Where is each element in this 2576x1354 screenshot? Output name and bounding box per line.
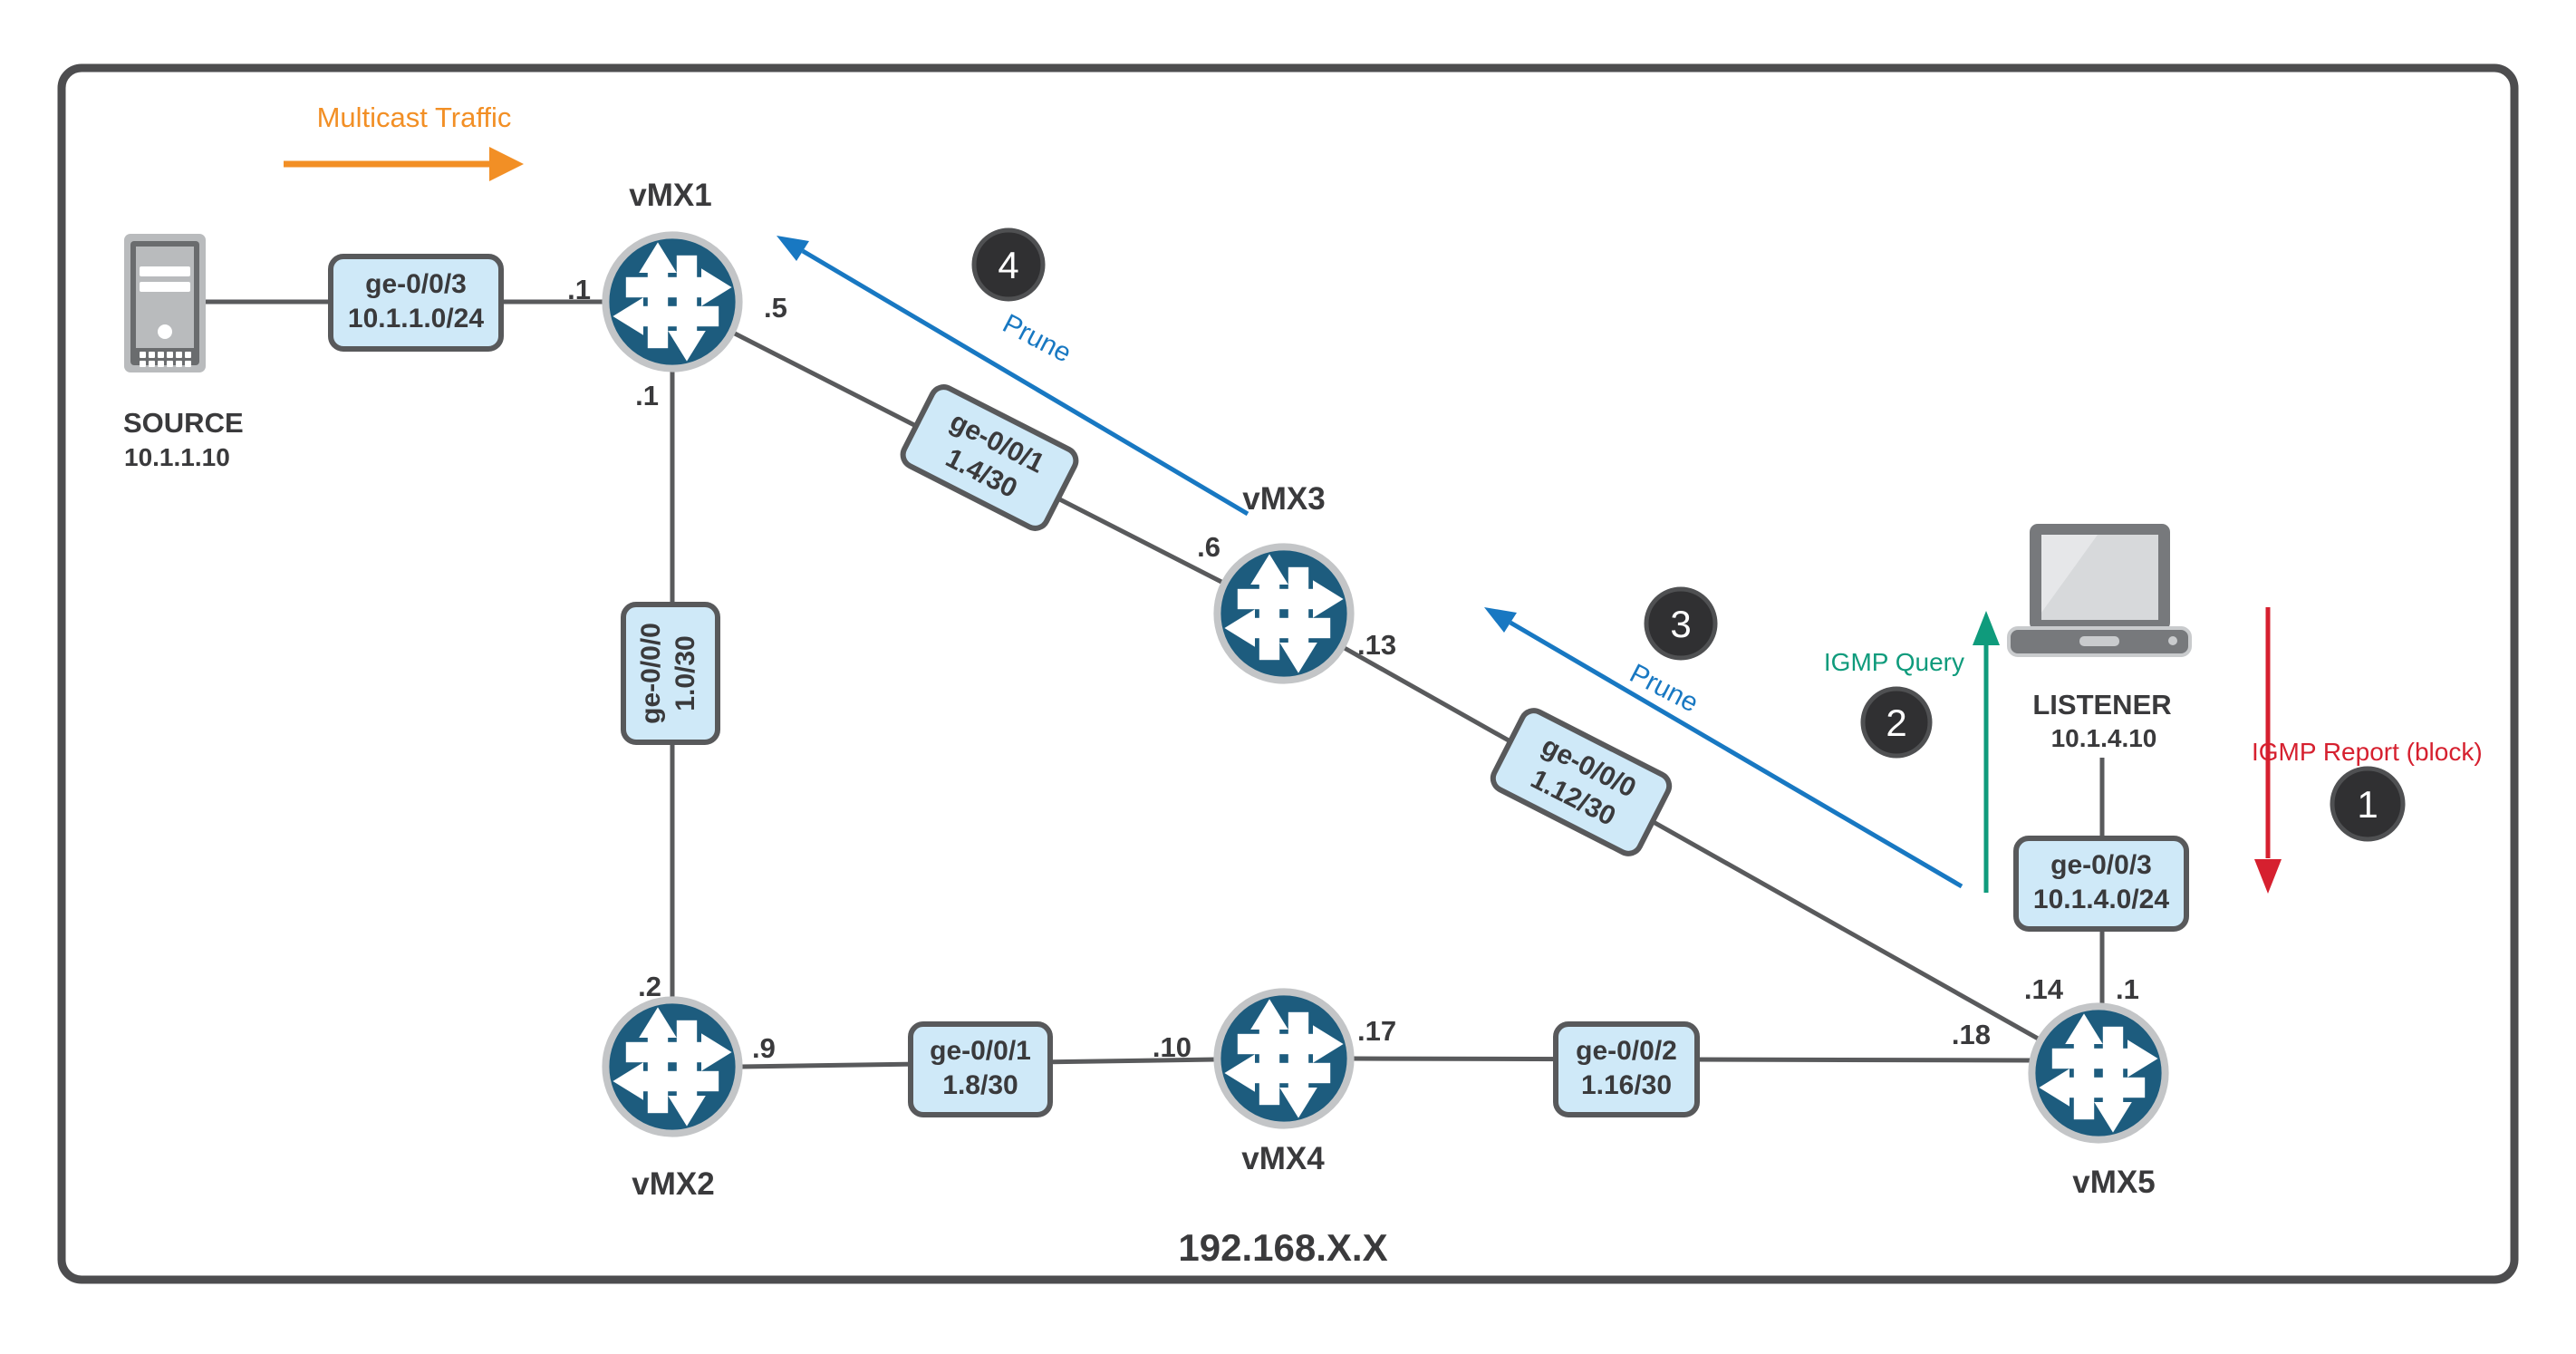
multicast-traffic-label: Multicast Traffic — [317, 102, 512, 133]
iflabel-vmx1-vmx2: ge-0/0/0 1.0/30 — [621, 602, 720, 745]
router-icon — [605, 235, 738, 368]
igmp-report-arrow-head — [2254, 859, 2282, 894]
igmp-query-label: IGMP Query — [1824, 648, 1964, 676]
multicast-arrow-head — [489, 147, 524, 181]
addr-vmx4-vmx2-side: .10 — [1153, 1031, 1192, 1063]
router-title: vMX3 — [1242, 481, 1325, 517]
router-vmx4: vMX4 — [1217, 991, 1350, 1176]
router-icon — [2031, 1006, 2165, 1139]
iflabel-subnet: 10.1.4.0/24 — [2033, 885, 2169, 914]
step-badge-circle — [2330, 766, 2406, 842]
iflabel-box — [1553, 1021, 1700, 1117]
iflabel-source-vmx1: ge-0/0/3 10.1.1.0/24 — [328, 254, 504, 352]
iflabel-port: ge-0/0/3 — [2050, 850, 2152, 880]
iflabel-box — [900, 384, 1079, 531]
prune-arrow-to-vmx3: Prune 3 — [1484, 586, 1963, 889]
addr-vmx5-listener-side: .1 — [2116, 973, 2139, 1005]
igmp-query-flow: IGMP Query 2 — [1824, 611, 2000, 893]
iflabel-subnet: 1.0/30 — [671, 635, 700, 711]
prune-arrow-shaft — [801, 248, 1249, 517]
iflabel-subnet: 10.1.1.0/24 — [348, 304, 484, 334]
step-badge-3: 3 — [1644, 586, 1718, 661]
iflabel-vmx4-vmx5: ge-0/0/2 1.16/30 — [1553, 1021, 1700, 1117]
iflabel-subnet: 1.8/30 — [942, 1070, 1018, 1100]
addr-vmx1-vmx2-side: .1 — [635, 380, 659, 411]
iflabel-port: ge-0/0/0 — [636, 623, 666, 724]
iflabel-vmx2-vmx4: ge-0/0/1 1.8/30 — [908, 1021, 1053, 1117]
prune-arrow-head — [777, 236, 809, 261]
router-title: vMX2 — [632, 1166, 714, 1202]
router-vmx1: vMX1 — [605, 178, 738, 369]
addr-vmx4-vmx5-side: .17 — [1357, 1015, 1396, 1047]
iflabel-subnet: 1.16/30 — [1581, 1070, 1672, 1100]
addr-vmx2-vmx4-side: .9 — [752, 1032, 776, 1064]
source-host: SOURCE 10.1.1.10 — [123, 234, 244, 471]
step-badge-circle — [1860, 686, 1933, 759]
step-badge-4: 4 — [971, 227, 1046, 302]
iflabel-port: ge-0/0/3 — [365, 269, 467, 299]
step-badge-circle — [971, 227, 1046, 302]
router-icon — [1217, 991, 1350, 1125]
router-icon — [605, 1000, 738, 1133]
iflabel-box — [328, 254, 504, 352]
step-badge-number: 4 — [998, 244, 1018, 286]
router-vmx2: vMX2 — [605, 1000, 738, 1202]
iflabel-box — [908, 1021, 1053, 1117]
source-ip: 10.1.1.10 — [124, 443, 230, 471]
source-name: SOURCE — [123, 407, 244, 439]
router-title: vMX1 — [629, 178, 711, 213]
router-icon — [1217, 546, 1350, 680]
network-label: 192.168.X.X — [1178, 1226, 1387, 1269]
addr-vmx1-source-side: .1 — [567, 274, 591, 305]
server-icon — [124, 234, 206, 372]
iflabel-box — [621, 602, 720, 745]
multicast-traffic-flow: Multicast Traffic — [284, 102, 524, 181]
step-badge-number: 3 — [1670, 603, 1691, 645]
igmp-query-arrow-head — [1973, 611, 2000, 645]
iflabel-port: ge-0/0/1 — [930, 1036, 1031, 1066]
link-vmx3-vmx5 — [1341, 644, 2041, 1042]
laptop-icon — [2007, 524, 2192, 657]
iflabel-port: ge-0/0/2 — [1576, 1036, 1677, 1066]
router-vmx3: vMX3 — [1217, 481, 1350, 681]
listener-name: LISTENER — [2032, 689, 2171, 721]
addr-vmx5-vmx3-side: .14 — [2024, 973, 2064, 1005]
step-badge-number: 1 — [2357, 783, 2378, 826]
addr-vmx2-vmx1-side: .2 — [638, 971, 661, 1002]
iflabel-vmx5-listener: ge-0/0/3 10.1.4.0/24 — [2013, 836, 2189, 932]
igmp-report-label: IGMP Report (block) — [2252, 738, 2483, 766]
listener-host: LISTENER 10.1.4.10 — [2007, 524, 2192, 752]
step-badge-number: 2 — [1886, 701, 1906, 744]
iflabel-box — [2013, 836, 2189, 932]
iflabel-box — [1490, 708, 1673, 856]
prune-arrow-head — [1484, 607, 1517, 633]
iflabel-vmx1-vmx3: ge-0/0/1 1.4/30 — [900, 384, 1079, 531]
addr-vmx3-vmx1-side: .6 — [1197, 531, 1220, 563]
router-title: vMX5 — [2072, 1165, 2155, 1200]
addr-vmx3-vmx5-side: .13 — [1357, 629, 1396, 661]
igmp-report-flow: IGMP Report (block) 1 — [2252, 607, 2483, 894]
prune-arrow-shaft — [1509, 620, 1963, 889]
router-title: vMX4 — [1241, 1141, 1325, 1176]
step-badge-circle — [1644, 586, 1718, 661]
router-vmx5: vMX5 — [2031, 1006, 2165, 1200]
step-badge-1: 1 — [2330, 766, 2406, 842]
listener-ip: 10.1.4.10 — [2051, 724, 2157, 752]
addr-vmx1-vmx3-side: .5 — [764, 292, 787, 324]
step-badge-2: 2 — [1860, 686, 1933, 759]
addr-vmx5-vmx4-side: .18 — [1952, 1019, 1991, 1050]
